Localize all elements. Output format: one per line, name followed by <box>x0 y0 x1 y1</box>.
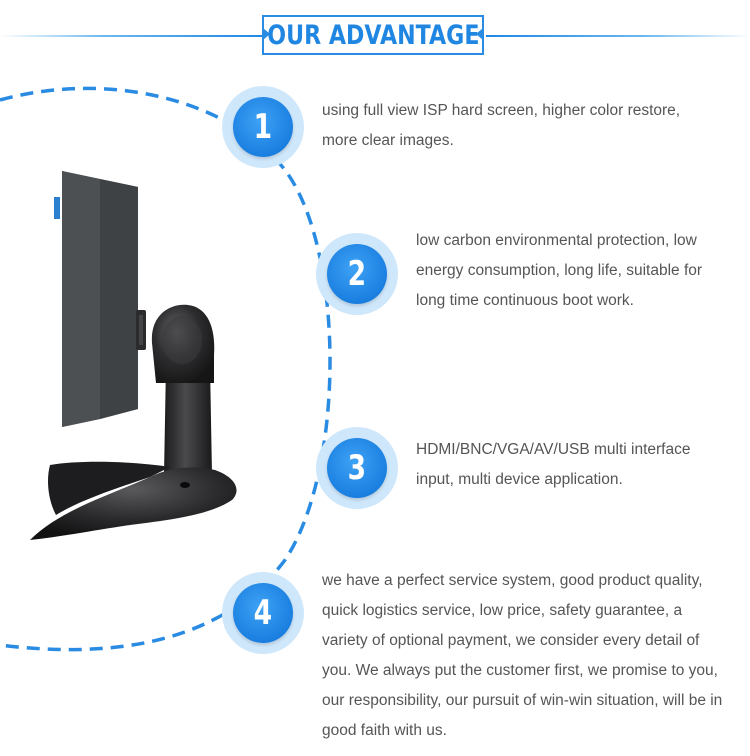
monitor-on-stand-image <box>30 171 237 540</box>
advantage-number-1: 1 <box>253 107 273 147</box>
advantage-badge-1: 1 <box>222 86 304 168</box>
advantage-text-3: HDMI/BNC/VGA/AV/USB multi interface inpu… <box>416 441 691 488</box>
title-arrow-left-icon <box>263 28 270 40</box>
advantage-text-2: low carbon environmental protection, low… <box>416 232 703 309</box>
advantage-number-2: 2 <box>347 254 367 294</box>
title-arrow-right-icon <box>476 28 483 40</box>
advantage-badge-2: 2 <box>316 233 398 315</box>
header-line-left <box>0 35 262 37</box>
advantage-number-4: 4 <box>253 593 273 633</box>
title-box: OUR ADVANTAGE <box>262 15 484 55</box>
page-title: OUR ADVANTAGE <box>266 19 480 51</box>
advantage-text-4: we have a perfect service system, good p… <box>322 572 723 739</box>
advantage-badge-4: 4 <box>222 572 304 654</box>
advantage-text-1: using full view ISP hard screen, higher … <box>322 102 681 149</box>
header-line-right <box>486 35 750 37</box>
advantage-badge-3: 3 <box>316 427 398 509</box>
advantage-number-3: 3 <box>347 448 367 488</box>
